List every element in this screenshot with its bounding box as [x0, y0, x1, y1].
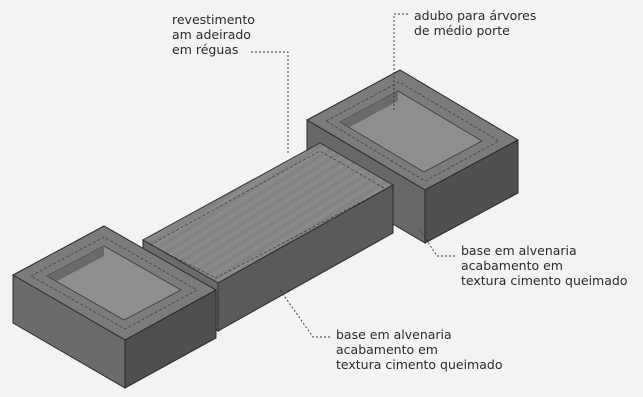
label-base-right-line-2: acabamento em	[461, 258, 563, 273]
left-planter-right-face	[124, 289, 217, 389]
left-planter-inner-wall	[47, 246, 104, 281]
label-revestimento-line-2: am adeirado	[172, 27, 251, 42]
label-adubo-line-2: de médio porte	[414, 23, 510, 38]
label-base-right: base em alvenaria acabamento em textura …	[461, 243, 627, 288]
leader-revestimento	[251, 51, 289, 155]
label-revestimento-line-3: em réguas	[172, 42, 239, 57]
deck-top-shade	[143, 143, 393, 283]
leader-lines	[251, 13, 455, 338]
label-base-right-line-3: textura cimento queimado	[461, 273, 628, 288]
leader-adubo	[393, 13, 408, 110]
center-deck	[141, 142, 395, 332]
label-base-center-line-2: acabamento em	[336, 342, 438, 357]
label-base-center-line-1: base em alvenaria	[336, 327, 452, 342]
label-base-right-line-1: base em alvenaria	[461, 243, 577, 258]
left-planter	[11, 225, 218, 389]
leader-base-center	[279, 289, 330, 338]
label-revestimento-line-1: revestimento	[172, 12, 255, 27]
right-planter-dashed-outline	[325, 81, 500, 182]
left-planter-dashed-outline	[30, 236, 198, 330]
label-base-center: base em alvenaria acabamento em textura …	[336, 327, 502, 372]
label-adubo: adubo para árvores de médio porte	[414, 8, 536, 38]
label-revestimento: revestimento am adeirado em réguas	[172, 12, 255, 57]
right-planter-inner-wall	[340, 91, 398, 127]
right-planter	[305, 69, 520, 244]
leader-base-right	[419, 229, 455, 257]
label-base-center-line-3: textura cimento queimado	[336, 357, 503, 372]
label-adubo-line-1: adubo para árvores	[414, 8, 537, 23]
